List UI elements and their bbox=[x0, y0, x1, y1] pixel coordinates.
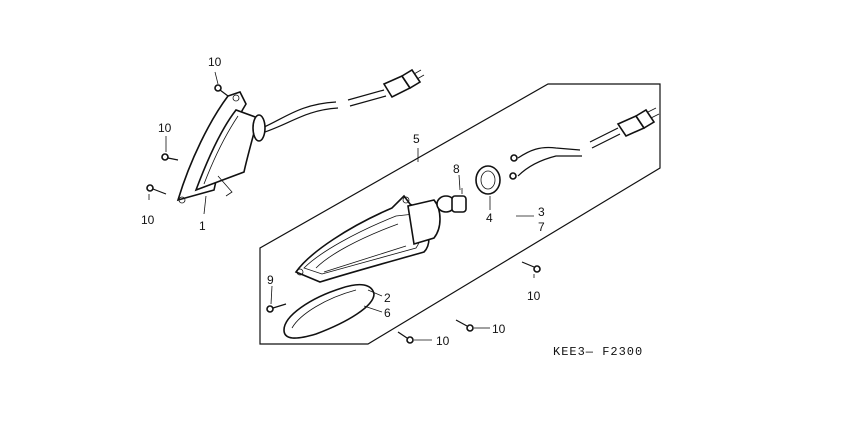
lens-icon bbox=[283, 283, 375, 339]
socket-ring-icon bbox=[475, 165, 501, 195]
callout-label: 1 bbox=[199, 219, 206, 233]
screw-icon bbox=[146, 184, 167, 195]
callout-label: 10 bbox=[527, 289, 541, 303]
screw-icon bbox=[161, 153, 179, 161]
callout-label: 6 bbox=[384, 306, 391, 320]
callout-label: 8 bbox=[453, 162, 460, 176]
screw-icon bbox=[266, 303, 287, 313]
screw-icon bbox=[214, 84, 229, 97]
callout-label: 10 bbox=[208, 55, 222, 69]
callout-label: 10 bbox=[492, 322, 506, 336]
wire-harness-right bbox=[509, 127, 621, 180]
diagram-code: KEE3— F2300 bbox=[553, 345, 643, 359]
callout-label: 2 bbox=[384, 291, 391, 305]
turn-signal-housing-left bbox=[176, 68, 425, 204]
turn-signal-housing-right bbox=[294, 194, 441, 283]
callout-label: 5 bbox=[413, 132, 420, 146]
screw-icon bbox=[455, 319, 474, 332]
wire-connector-right bbox=[616, 107, 660, 138]
screw-icon bbox=[397, 331, 414, 344]
wire-connector-left bbox=[382, 68, 425, 99]
callout-label: 10 bbox=[158, 121, 172, 135]
leader-lines bbox=[148, 71, 535, 341]
assembly-boundary bbox=[259, 83, 661, 345]
callout-label: 9 bbox=[267, 273, 274, 287]
callout-label: 7 bbox=[538, 220, 545, 234]
screw-icon bbox=[521, 261, 541, 273]
bulb-icon bbox=[436, 188, 467, 213]
callout-label: 3 bbox=[538, 205, 545, 219]
callout-label: 10 bbox=[141, 213, 155, 227]
callout-label: 10 bbox=[436, 334, 450, 348]
callout-label: 4 bbox=[486, 211, 493, 225]
